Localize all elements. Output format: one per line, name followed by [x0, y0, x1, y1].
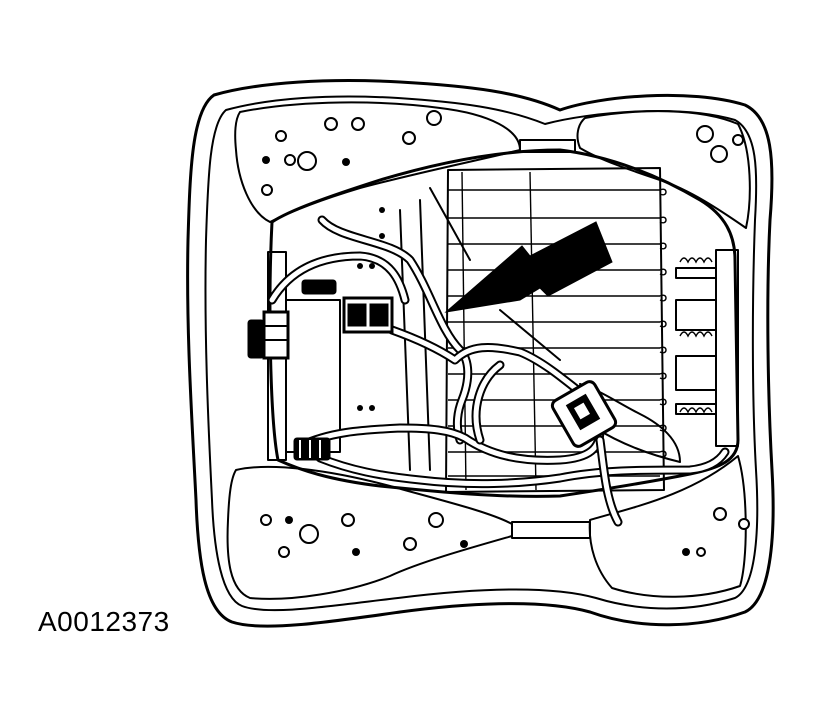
seat-pan-inner	[267, 148, 740, 498]
electrical-connector-left	[247, 310, 290, 360]
figure-id-label: A0012373	[38, 606, 170, 637]
wiring-harness	[267, 215, 730, 527]
electrical-connector-lower-left	[293, 437, 331, 461]
mounting-holes	[260, 110, 750, 558]
front-bolster	[226, 455, 747, 600]
location-arrow	[444, 221, 613, 313]
electrical-connector-right	[550, 380, 618, 448]
seat-cushion-frame	[186, 79, 775, 628]
electrical-connector-center	[301, 279, 394, 334]
